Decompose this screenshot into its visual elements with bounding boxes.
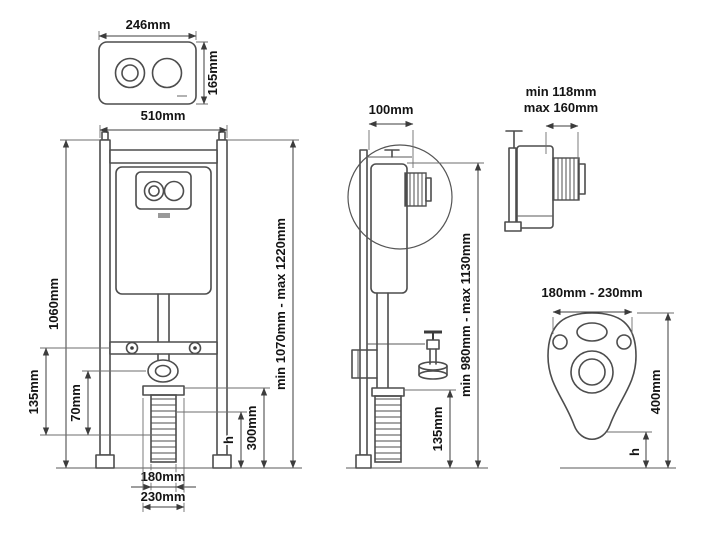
dim-inlet-depth-range: min 118mm max 160mm xyxy=(522,82,600,160)
cistern-label-mark xyxy=(158,213,170,218)
flush-button-large xyxy=(114,57,146,89)
drain-flange xyxy=(147,359,179,383)
inlet-connector-cap xyxy=(425,177,432,202)
dim-plate-height: 400mm xyxy=(637,312,674,469)
drain-pipe-width-label: 180mm xyxy=(141,469,186,484)
frame-top-crossbar xyxy=(109,149,218,164)
frame-rail-side xyxy=(359,149,368,456)
plate-height-label: 165mm xyxy=(205,51,220,96)
dim-pan-connection-height: 300mm xyxy=(184,387,270,469)
frame-foot-left xyxy=(95,454,115,469)
cistern-button-small xyxy=(163,180,185,202)
drain-socket-width-label: 230mm xyxy=(141,489,186,504)
detail-inlet-connector xyxy=(552,157,580,201)
total-height-range-label: min 1070mm - max 1220mm xyxy=(273,218,288,390)
plate-drain-hole xyxy=(570,350,614,394)
flush-pipe-side xyxy=(376,292,389,389)
corrugated-drain-pipe-side xyxy=(374,395,402,463)
detail-frame-rail xyxy=(508,147,517,229)
frame-depth-label: 100mm xyxy=(369,102,414,117)
detail-connector-cap xyxy=(578,163,586,195)
frame-rail-right xyxy=(216,139,228,456)
drain-flange-inner xyxy=(154,364,172,378)
plate-drain-hole-inner xyxy=(578,358,606,386)
fixing-bolt-left xyxy=(125,341,139,355)
mounting-plate-view: 180mm - 230mm 400mm h xyxy=(540,283,676,469)
plate-width-label: 246mm xyxy=(126,17,171,32)
cistern-button-large-inner xyxy=(148,185,160,197)
dim-drain-socket-width: 230mm xyxy=(139,398,187,512)
bolt-spacing-range-label: 180mm - 230mm xyxy=(541,285,642,300)
dim-bolt-bar-height: 135mm xyxy=(24,347,152,436)
dim-side-height-range: min 980mm - max 1130mm xyxy=(407,162,484,469)
fixing-bolt-right xyxy=(188,341,202,355)
plate-bolt-hole-left xyxy=(552,334,568,350)
inlet-connector-side xyxy=(404,172,427,207)
water-stop-valve xyxy=(418,330,448,380)
frame-foot-right xyxy=(212,454,232,469)
detail-bracket xyxy=(504,221,522,232)
pan-height-h-label: h xyxy=(221,436,236,444)
inlet-detail-view: min 118mm max 160mm xyxy=(504,82,600,232)
inlet-min-depth-label: min 118mm xyxy=(526,84,597,99)
dim-plate-h: h xyxy=(607,431,652,469)
plate-h-label: h xyxy=(627,448,642,456)
frame-width-label: 510mm xyxy=(141,108,186,123)
frame-foot-side xyxy=(355,454,372,469)
dim-plate-height: 165mm xyxy=(196,41,222,105)
inlet-pipe-top xyxy=(384,149,400,158)
dim-side-outlet-height: 135mm xyxy=(404,389,456,469)
cistern-side xyxy=(370,163,408,294)
dim-flange-height: 70mm xyxy=(66,370,146,436)
dim-drain-pipe-width: 180mm xyxy=(131,464,196,492)
dim-frame-depth: 100mm xyxy=(367,100,415,168)
frame-rail-left xyxy=(99,139,111,456)
frame-height-label: 1060mm xyxy=(46,278,61,330)
drain-socket-side xyxy=(371,387,405,397)
corrugated-drain-pipe-front xyxy=(150,394,177,463)
flush-button-large-inner xyxy=(121,64,139,82)
pan-outlet-stub xyxy=(351,349,378,379)
inlet-max-depth-label: max 160mm xyxy=(524,100,598,115)
flange-stub xyxy=(157,353,170,361)
drain-socket xyxy=(142,385,185,396)
dim-total-height-range: min 1070mm - max 1220mm xyxy=(227,139,299,469)
cistern-button-large xyxy=(143,180,165,202)
valve-flange-bottom xyxy=(418,370,448,380)
dim-plate-width: 246mm xyxy=(98,15,197,40)
dim-frame-width: 510mm xyxy=(99,106,228,138)
detail-zoom-circle xyxy=(347,144,453,250)
flush-plate-outline xyxy=(98,41,197,105)
flange-height-label: 70mm xyxy=(68,384,83,422)
plate-top-slot xyxy=(576,322,608,342)
bolt-bar-height-label: 135mm xyxy=(26,370,41,415)
dim-pan-height-h: h xyxy=(176,411,247,469)
flush-plate-view: 246mm 165mm xyxy=(98,15,222,105)
front-view: 510mm 1060mm 135mm 70mm min 1070mm - max… xyxy=(24,106,302,512)
dim-frame-height: 1060mm xyxy=(44,139,100,469)
valve-body xyxy=(426,339,440,350)
side-view: 100mm 135mm min 980mm - max 1130mm xyxy=(346,100,488,469)
flush-button-small xyxy=(151,57,183,89)
side-outlet-height-label: 135mm xyxy=(430,407,445,452)
fixing-bolt-left-center xyxy=(130,346,134,350)
plate-bolt-hole-right xyxy=(616,334,632,350)
fixing-bolt-right-center xyxy=(193,346,197,350)
flush-pipe-front xyxy=(157,293,170,343)
pan-connection-height-label: 300mm xyxy=(244,406,259,451)
dim-bolt-spacing-range: 180mm - 230mm xyxy=(540,283,644,334)
detail-inlet-pipe xyxy=(505,130,523,149)
plate-height-label: 400mm xyxy=(648,370,663,415)
side-height-range-label: min 980mm - max 1130mm xyxy=(458,233,473,397)
